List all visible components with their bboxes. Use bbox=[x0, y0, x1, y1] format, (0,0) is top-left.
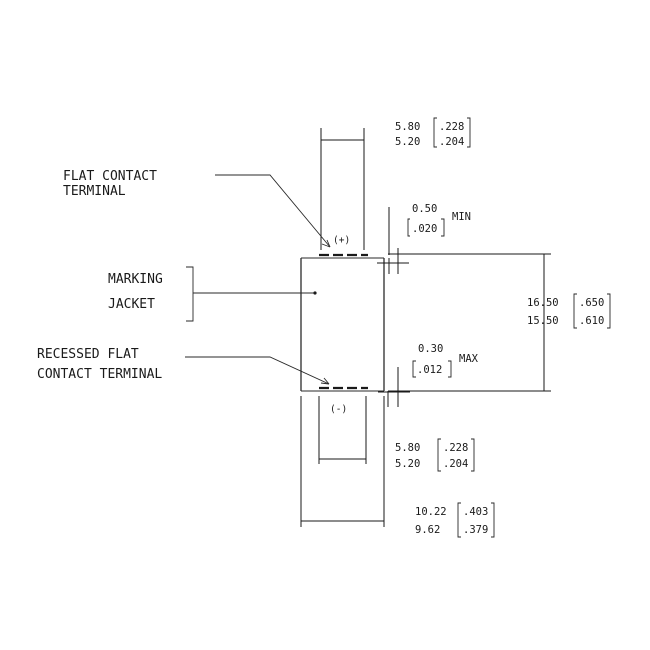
svg-text:.012: .012 bbox=[417, 364, 442, 376]
svg-text:.020: .020 bbox=[412, 223, 437, 235]
svg-text:.650: .650 bbox=[579, 297, 604, 309]
marking-jacket-label: MARKING JACKET bbox=[108, 266, 317, 322]
svg-text:.379: .379 bbox=[463, 524, 488, 536]
svg-text:.228: .228 bbox=[443, 442, 468, 454]
svg-text:TERMINAL: TERMINAL bbox=[63, 184, 126, 199]
svg-text:5.80: 5.80 bbox=[395, 442, 420, 454]
svg-text:JACKET: JACKET bbox=[108, 297, 155, 312]
svg-text:9.62: 9.62 bbox=[415, 524, 440, 536]
svg-text:15.50: 15.50 bbox=[527, 315, 559, 327]
svg-text:MIN: MIN bbox=[452, 211, 471, 223]
svg-text:5.80: 5.80 bbox=[395, 121, 420, 133]
svg-text:0.30: 0.30 bbox=[418, 343, 443, 355]
svg-text:RECESSED FLAT: RECESSED FLAT bbox=[37, 347, 139, 362]
svg-text:CONTACT TERMINAL: CONTACT TERMINAL bbox=[37, 367, 162, 382]
svg-text:.204: .204 bbox=[443, 458, 468, 470]
svg-text:.403: .403 bbox=[463, 506, 488, 518]
svg-text:0.50: 0.50 bbox=[412, 203, 437, 215]
bottom-width-dimension: 5.80 5.20 .228 .204 bbox=[318, 396, 475, 472]
svg-text:MARKING: MARKING bbox=[108, 272, 163, 287]
svg-text:16.50: 16.50 bbox=[527, 297, 559, 309]
top-width-dimension: 5.80 5.20 .228 .204 bbox=[320, 117, 471, 250]
negative-terminal-symbol: (-) bbox=[330, 404, 347, 415]
svg-text:MAX: MAX bbox=[459, 353, 479, 365]
flat-contact-terminal-label: FLAT CONTACT TERMINAL bbox=[63, 169, 331, 248]
svg-text:.610: .610 bbox=[579, 315, 604, 327]
svg-text:10.22: 10.22 bbox=[415, 506, 447, 518]
svg-text:5.20: 5.20 bbox=[395, 136, 420, 148]
diameter-dimension: 10.22 9.62 .403 .379 bbox=[300, 396, 495, 538]
svg-text:FLAT CONTACT: FLAT CONTACT bbox=[63, 169, 157, 184]
bottom-recess-dimension: 0.30 .012 MAX bbox=[378, 343, 479, 407]
recessed-contact-terminal-label: RECESSED FLAT CONTACT TERMINAL bbox=[37, 347, 330, 385]
positive-terminal-symbol: (+) bbox=[333, 235, 350, 246]
svg-text:.204: .204 bbox=[439, 136, 464, 148]
battery-body bbox=[300, 257, 385, 392]
svg-text:5.20: 5.20 bbox=[395, 458, 420, 470]
height-dimension: 16.50 15.50 .650 .610 bbox=[388, 253, 611, 392]
top-protrusion-dimension: 0.50 .020 MIN bbox=[377, 203, 471, 274]
svg-text:.228: .228 bbox=[439, 121, 464, 133]
